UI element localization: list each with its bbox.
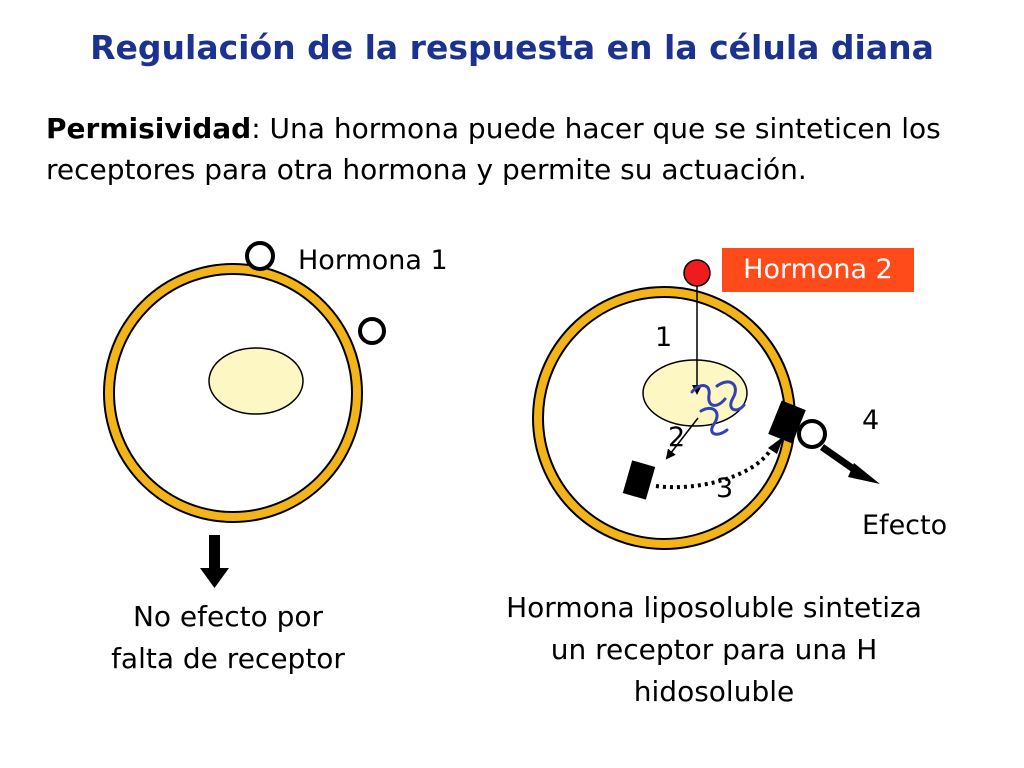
step-2-arrow (665, 417, 699, 460)
intro-definition: : Una hormona puede hacer que se sinteti… (46, 112, 941, 186)
membrane-receptor (768, 400, 806, 444)
page-title: Regulación de la respuesta en la célula … (90, 28, 934, 67)
left-cell-nucleus (208, 347, 304, 415)
new-receptor (622, 460, 656, 500)
step-3-label: 3 (716, 473, 734, 504)
hormone-1-molecule-2 (358, 317, 386, 345)
intro-text: Permisividad: Una hormona puede hacer qu… (46, 108, 946, 190)
step-2-label: 2 (668, 422, 686, 453)
left-caption-line-2: falta de receptor (111, 642, 345, 675)
hormone-1-bound (797, 419, 827, 449)
hormone-2-label: Hormona 2 (722, 248, 914, 292)
step-4-label: 4 (862, 405, 880, 436)
left-caption-line-1: No efecto por (132, 600, 324, 633)
step-3-transport-path (655, 442, 776, 490)
left-cell (103, 263, 363, 523)
intro-term: Permisividad (46, 112, 252, 145)
no-effect-arrow (200, 535, 229, 588)
right-caption: Hormona liposoluble sintetiza un recepto… (454, 587, 974, 713)
hormone-1-label: Hormona 1 (298, 245, 448, 276)
right-caption-line-1: Hormona liposoluble sintetiza (506, 591, 922, 624)
right-caption-line-2: un receptor para una H (550, 633, 878, 666)
step-1-label: 1 (655, 322, 673, 353)
effect-arrow (819, 444, 880, 484)
right-cell-nucleus (642, 359, 748, 427)
right-caption-line-3: hidosoluble (633, 675, 795, 708)
hormone-2-molecule (683, 259, 711, 287)
dna-icon (690, 380, 746, 436)
hormone-1-molecule (245, 241, 275, 271)
left-caption: No efecto por falta de receptor (68, 596, 388, 680)
effect-label: Efecto (862, 510, 948, 541)
